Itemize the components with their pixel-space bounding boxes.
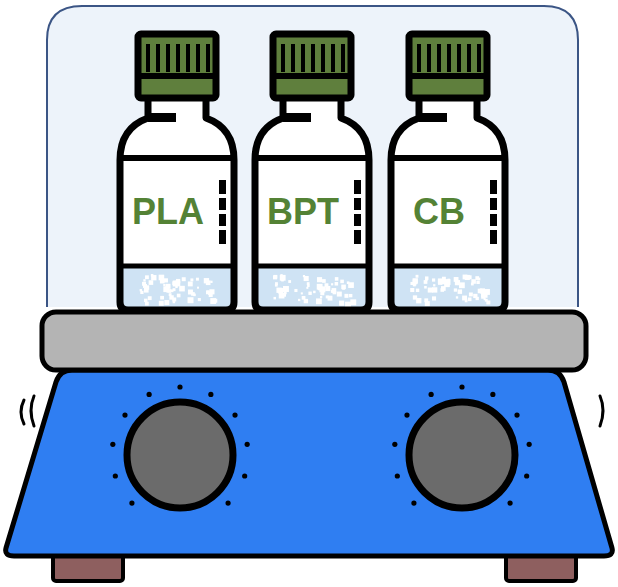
label-edge [391, 264, 505, 269]
graduation-mark [219, 180, 226, 194]
neck-tab [283, 113, 311, 122]
scale-dot [232, 412, 237, 417]
bottle-cap [138, 34, 216, 98]
liquid [255, 266, 369, 310]
sample-bottle: CB [387, 30, 509, 314]
scale-dot [395, 473, 400, 478]
particles [140, 274, 218, 306]
scale-dot [113, 473, 118, 478]
bottle-label: CB [413, 194, 465, 230]
stir-plate [42, 312, 586, 370]
scale-dot [225, 500, 230, 505]
bottle-wall [120, 100, 234, 310]
bottle-outline [116, 30, 238, 314]
bottle-glass [391, 100, 505, 310]
label-edge [120, 155, 234, 161]
scale-dot [392, 442, 397, 447]
scale-dot [527, 442, 532, 447]
liquid [120, 266, 234, 310]
label-edge [120, 264, 234, 269]
scale-dot [514, 412, 519, 417]
label-edge [255, 264, 369, 269]
bottle-outline [251, 30, 373, 314]
label-edge [255, 155, 369, 161]
sample-bottle: BPT [251, 30, 373, 314]
scale-dot [524, 473, 529, 478]
cap-band [138, 73, 216, 79]
sample-bottle: PLA [116, 30, 238, 314]
scale-dot [429, 392, 434, 397]
particles [410, 275, 490, 307]
scale-dot [129, 500, 134, 505]
graduation-mark [354, 214, 361, 226]
bottle-label: PLA [132, 194, 204, 230]
scale-dot [242, 473, 247, 478]
label-edge [391, 155, 505, 161]
vibration-lines [21, 396, 603, 426]
neck-tab [419, 113, 447, 122]
graduation-mark [490, 198, 497, 210]
bottle-cap [273, 34, 351, 98]
scale-dot [110, 442, 115, 447]
bottle-wall [255, 100, 369, 310]
scale-dot [404, 412, 409, 417]
scale-dot [490, 392, 495, 397]
control-knob [127, 402, 233, 508]
graduation-mark [354, 198, 361, 210]
bottle-wall [391, 100, 505, 310]
cap-grip [281, 44, 345, 72]
bottle-label: BPT [267, 194, 339, 230]
scale-dot [147, 392, 152, 397]
particles [273, 274, 356, 307]
graduation-mark [219, 214, 226, 226]
knob-scale [110, 384, 532, 505]
scale-dot [122, 412, 127, 417]
graduation-mark [490, 180, 497, 194]
graduation-mark [354, 180, 361, 194]
scale-dot [459, 384, 464, 389]
bottle-glass [255, 100, 369, 310]
graduation-mark [490, 214, 497, 226]
graduation-mark [490, 230, 497, 244]
bottle-cap [409, 34, 487, 98]
cap-band [409, 73, 487, 79]
bottle-glass [120, 100, 234, 310]
graduation-mark [219, 198, 226, 210]
cap-band [273, 73, 351, 79]
scale-dot [208, 392, 213, 397]
scale-dot [177, 384, 182, 389]
control-knob [409, 402, 515, 508]
neck-tab [148, 113, 176, 122]
bottle-outline [387, 30, 509, 314]
scale-dot [411, 500, 416, 505]
graduation-mark [219, 230, 226, 244]
cap-grip [146, 44, 210, 72]
cap-grip [417, 44, 481, 72]
scale-dot [507, 500, 512, 505]
graduation-mark [354, 230, 361, 244]
scale-dot [245, 442, 250, 447]
liquid [391, 266, 505, 310]
stirrer-base [6, 370, 613, 556]
